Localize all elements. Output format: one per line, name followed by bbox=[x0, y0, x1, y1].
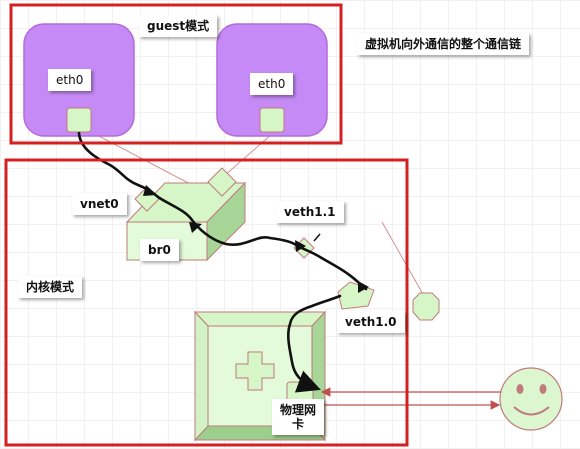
kernel-mode-label: 内核模式 bbox=[18, 276, 83, 298]
connector-octagon bbox=[381, 221, 425, 297]
vm2-port bbox=[259, 107, 285, 133]
physical-nic-label-line1: 物理网 bbox=[280, 403, 317, 417]
comm-chain-label: 虚拟机向外通信的整个通信链 bbox=[357, 33, 530, 55]
vnet0-label: vnet0 bbox=[72, 193, 127, 215]
veth1-1-pointer bbox=[313, 233, 321, 242]
connector-vm2-bridge bbox=[223, 133, 273, 177]
bridge-port-diamond bbox=[207, 167, 237, 197]
guest-mode-frame bbox=[9, 3, 343, 145]
physical-nic-label-line2: 卡 bbox=[291, 417, 304, 431]
comm-path-upper bbox=[77, 131, 368, 291]
physical-nic-label: 物理网 卡 bbox=[272, 399, 324, 435]
arrowhead-veth1-0 bbox=[358, 281, 369, 293]
user-smiley-icon bbox=[499, 367, 563, 431]
veth1-0-pentagon bbox=[337, 281, 375, 310]
guest-mode-label: guest模式 bbox=[139, 15, 218, 37]
plus-icon bbox=[235, 351, 275, 391]
arrowhead-vnet0 bbox=[143, 185, 157, 196]
veth1-0-label: veth1.0 bbox=[337, 311, 405, 333]
vm2-eth0-label: eth0 bbox=[250, 73, 294, 95]
arrowhead-veth1-1 bbox=[295, 240, 306, 252]
kernel-mode-frame bbox=[4, 158, 409, 447]
veth1-1-label: veth1.1 bbox=[276, 201, 344, 223]
vm1-eth0-label: eth0 bbox=[48, 69, 92, 91]
arrowhead-br0 bbox=[189, 222, 202, 233]
br0-label: br0 bbox=[140, 239, 179, 261]
comm-path-lower bbox=[287, 294, 342, 393]
octagon-node bbox=[412, 292, 440, 321]
vm1-port bbox=[66, 107, 92, 133]
